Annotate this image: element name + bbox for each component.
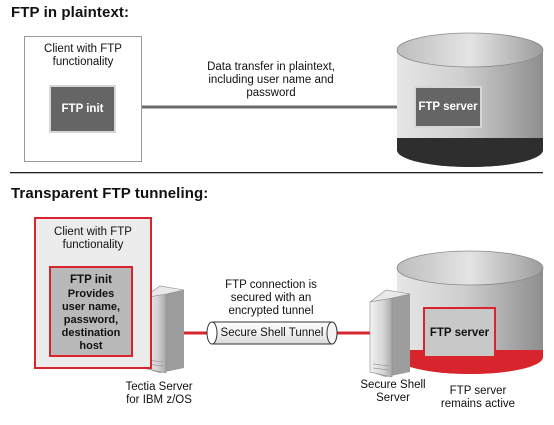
top-client-label: Client with FTP functionality	[44, 43, 122, 68]
section-divider	[10, 172, 543, 174]
tectia-server-label: Tectia Server for IBM z/OS	[125, 381, 193, 406]
tunnel-connection-note: FTP connection is secured with an encryp…	[225, 279, 317, 317]
bottom-client-label: Client with FTP functionality	[54, 226, 132, 251]
secure-shell-tunnel-label: Secure Shell Tunnel	[220, 327, 324, 339]
secure-shell-server-label: Secure Shell Server	[360, 379, 426, 404]
ftp-server-active-note: FTP server remains active	[440, 385, 516, 410]
top-client-box	[24, 36, 142, 162]
secure-shell-server-tower	[369, 289, 411, 378]
bottom-ftp-init-title: FTP init	[70, 274, 112, 286]
bottom-ftp-init-detail: Provides user name, password, destinatio…	[61, 288, 121, 352]
bottom-ftp-server-label: FTP server	[423, 307, 496, 358]
bottom-ftp-init-box: FTP init Provides user name, password, d…	[49, 266, 133, 357]
plaintext-transfer-note: Data transfer in plaintext, including us…	[207, 61, 335, 99]
tunneling-heading: Transparent FTP tunneling:	[11, 185, 209, 202]
top-ftp-server-label: FTP server	[414, 86, 482, 128]
plaintext-heading: FTP in plaintext:	[11, 4, 130, 21]
top-ftp-init-box: FTP init	[49, 85, 116, 133]
secure-shell-tunnel-tube	[206, 321, 338, 345]
